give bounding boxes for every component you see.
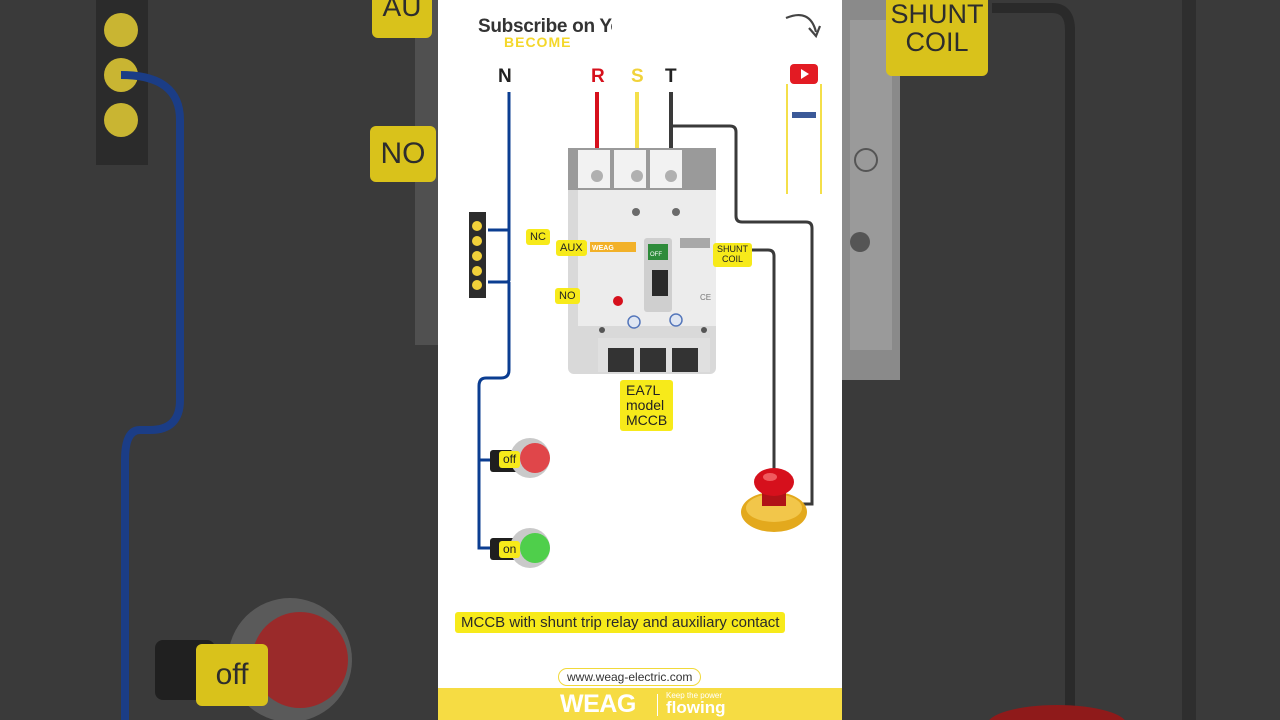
background-right-art [842,0,1196,720]
off-button-label: off [499,451,521,469]
phase-label-n: N [498,66,512,87]
background-shunt-text: SHUNT [890,0,984,29]
diagram-caption: MCCB with shunt trip relay and auxiliary… [455,612,786,633]
background-shunt-coil-label: SHUNT COIL [886,0,988,76]
social-strip [786,64,822,194]
model-line-1: EA7L [626,382,661,398]
background-right-zoom: SHUNT COIL [842,0,1280,720]
phase-label-t: T [665,66,677,87]
background-aux-label: AU [372,0,432,38]
mccb-handle-off-text: OFF [650,252,662,258]
tagline-small: Keep the power [666,691,723,700]
phase-label-r: R [591,66,605,87]
background-left-art [96,0,438,720]
mccb-model-label: EA7L model MCCB [620,380,674,432]
background-coil-text: COIL [905,27,969,58]
mccb-ce-mark: CE [700,293,711,302]
wiring-diagram-card: WEAG OFF CE S [438,0,842,720]
aux-terminal-block [469,212,486,298]
phase-label-s: S [631,66,644,87]
emergency-stop-button[interactable] [741,468,807,532]
facebook-icon[interactable] [792,112,816,118]
shunt-coil-wire [748,248,776,472]
aux-label: AUX [556,240,587,257]
shunt-text: SHUNT [717,244,748,254]
no-label: NO [555,288,580,305]
curved-arrow-down-icon[interactable] [785,14,822,39]
become-banner: BECOME [504,34,572,50]
website-link[interactable]: www.weag-electric.com [558,668,702,686]
neutral-wire [477,92,511,550]
tagline-big: flowing [666,698,726,717]
model-line-2: model [626,397,665,414]
shunt-supply-wire [671,124,814,506]
background-left-zoom: AU NO off [0,0,438,720]
youtube-icon[interactable] [790,64,818,84]
footer-divider [657,694,658,716]
on-button-label: on [499,541,521,559]
model-line-3: MCCB [626,412,668,429]
nc-label: NC [526,229,550,246]
mccb-breaker [568,148,716,374]
weag-logo: WEAG [560,690,636,718]
subscribe-banner[interactable]: Subscribe on Yo [478,16,612,37]
mccb-brand-text: WEAG [592,245,614,252]
shunt-coil-label: SHUNT COIL [713,243,752,267]
background-no-label: NO [370,126,436,182]
coil-text: COIL [721,253,743,264]
footer-bar [438,688,842,720]
background-off-label: off [196,644,268,706]
